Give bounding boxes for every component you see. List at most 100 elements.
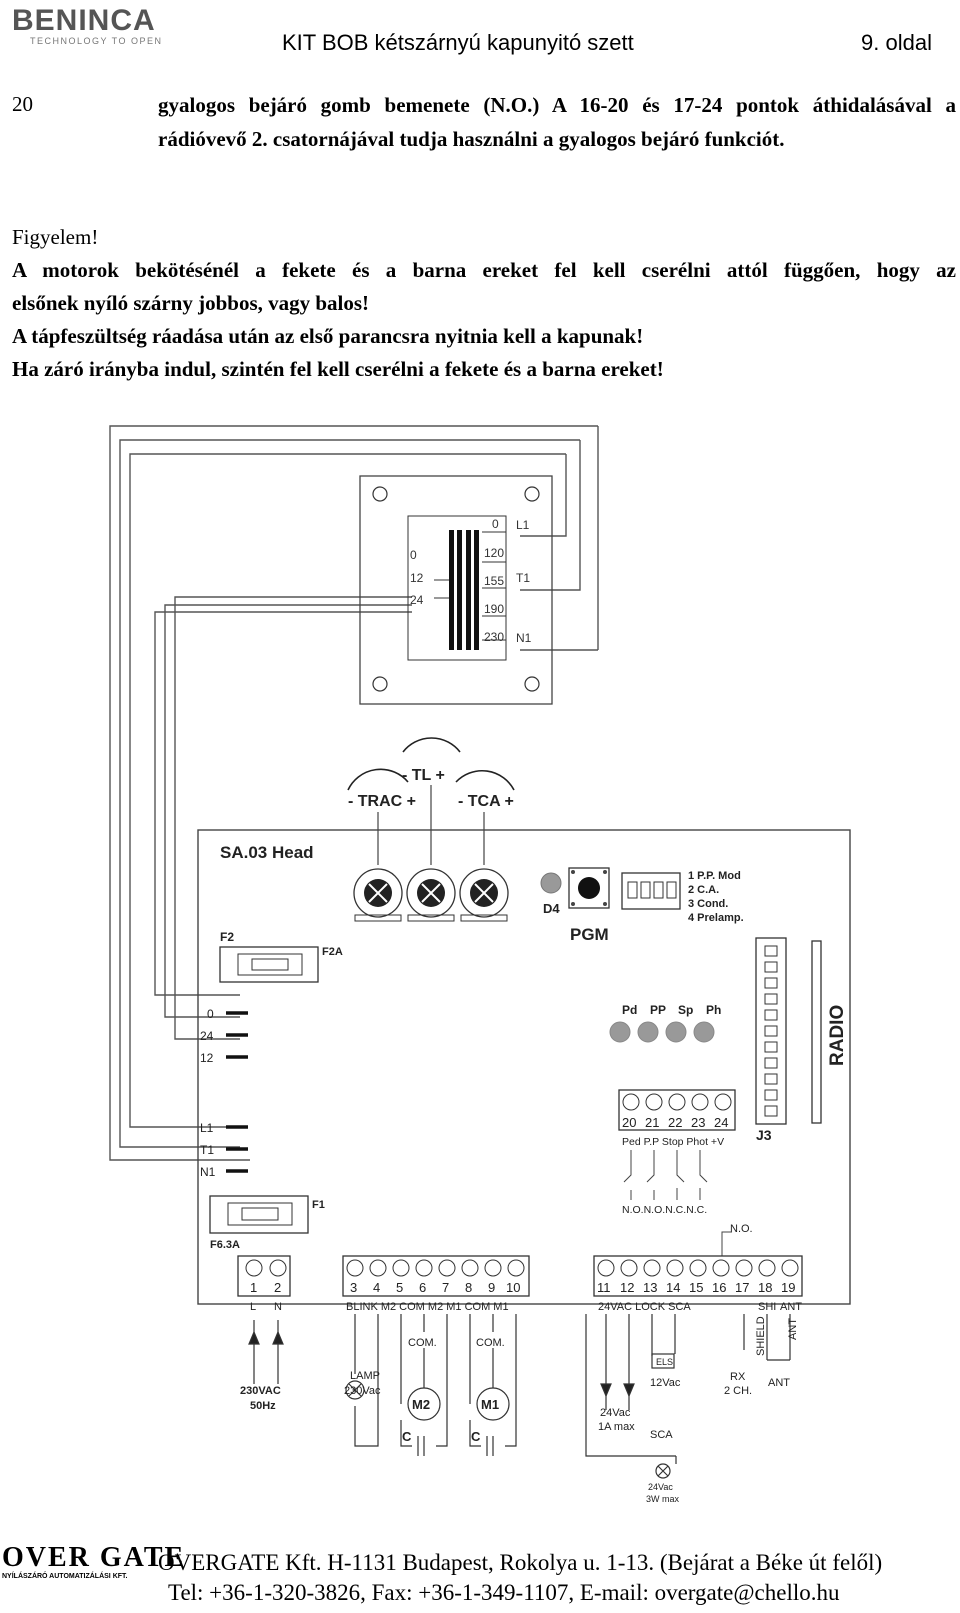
ant-vertical-label: ANT xyxy=(787,1318,799,1340)
t3: 3 xyxy=(350,1280,357,1295)
line-l1: L1 xyxy=(200,1121,214,1135)
warning-heading: Figyelem! xyxy=(12,225,99,249)
dip-2: 2 C.A. xyxy=(688,884,719,896)
overgate-logo: OVER GATE NYÍLÁSZÁRÓ AUTOMATIZÁLÁSI KFT. xyxy=(2,1544,185,1581)
line-t1: T1 xyxy=(200,1143,214,1157)
f1-label: F1 xyxy=(312,1199,325,1211)
dip-switch xyxy=(621,872,681,910)
led-sp-label: Sp xyxy=(678,1003,693,1017)
v24-label: 24Vac xyxy=(600,1407,631,1419)
logo-tagline: TECHNOLOGY TO OPEN xyxy=(30,36,163,46)
sca-label: SCA xyxy=(650,1429,673,1441)
t17: 17 xyxy=(735,1280,749,1295)
pgm-label: PGM xyxy=(570,925,609,944)
m2-com: COM. xyxy=(408,1337,437,1349)
t19: 19 xyxy=(781,1280,795,1295)
t15: 15 xyxy=(689,1280,703,1295)
warning-line-2: elsőnek nyíló szárny jobbos, vagy balos! xyxy=(12,291,370,315)
tr-left-12: 12 xyxy=(410,571,424,585)
f2-fuse xyxy=(219,946,319,983)
tr-label-l1: L1 xyxy=(516,518,530,532)
tr-left-0: 0 xyxy=(410,548,417,562)
led-pd xyxy=(609,1021,631,1043)
t2: 2 xyxy=(274,1280,281,1295)
transformer: 0 12 24 0 120 155 190 230 L1 T1 N1 xyxy=(359,475,553,705)
dip-3: 3 Cond. xyxy=(688,898,728,910)
t22: 22 xyxy=(668,1115,682,1130)
trimmer-arcs xyxy=(347,737,515,791)
f63a-label: F6.3A xyxy=(210,1239,240,1251)
rx-label: RX xyxy=(730,1371,746,1383)
tr-right-190: 190 xyxy=(484,602,504,616)
t20: 20 xyxy=(622,1115,636,1130)
contacts-label: N.O.N.O.N.C.N.C. xyxy=(622,1204,707,1216)
t13: 13 xyxy=(643,1280,657,1295)
board-title: SA.03 Head xyxy=(220,843,314,862)
m2-cap: C xyxy=(402,1429,412,1444)
warning-line-4: Ha záró irányba indul, szintén fel kell … xyxy=(12,357,664,381)
mains-freq: 50Hz xyxy=(250,1400,276,1412)
sca-max: 3W max xyxy=(646,1494,680,1504)
t14: 14 xyxy=(666,1280,680,1295)
beninca-logo: BENINCA TECHNOLOGY TO OPEN xyxy=(12,6,163,47)
t1: 1 xyxy=(250,1280,257,1295)
dip-1: 1 P.P. Mod xyxy=(688,870,741,882)
t24: 24 xyxy=(714,1115,728,1130)
line-n1: N1 xyxy=(200,1165,216,1179)
f2-label: F2 xyxy=(220,930,234,944)
shi-label: SHI xyxy=(758,1301,776,1313)
t7: 7 xyxy=(442,1280,449,1295)
t16: 16 xyxy=(712,1280,726,1295)
tr-right-0: 0 xyxy=(492,517,499,531)
mains-voltage: 230VAC xyxy=(240,1385,281,1397)
d4-led xyxy=(540,872,562,894)
led-pp-label: PP xyxy=(650,1003,666,1017)
tr-label-n1: N1 xyxy=(516,631,532,645)
j3-label: J3 xyxy=(756,1127,772,1143)
terminal-block-3-10 xyxy=(342,1255,530,1297)
tr-right-155: 155 xyxy=(484,574,504,588)
t8: 8 xyxy=(465,1280,472,1295)
footer-address: OVERGATE Kft. H-1131 Budapest, Rokolya u… xyxy=(158,1550,883,1575)
tca-label: - TCA + xyxy=(458,793,514,810)
shield-label: SHIELD xyxy=(755,1316,767,1356)
tr-right-120: 120 xyxy=(484,546,504,560)
t1-label: L xyxy=(250,1301,256,1313)
led-sp xyxy=(665,1021,687,1043)
input-12: 12 xyxy=(200,1051,214,1065)
m1-cap: C xyxy=(471,1429,481,1444)
block-b-labels: BLINK M2 COM M2 M1 COM M1 xyxy=(346,1301,509,1313)
warning-line-3: A tápfeszültség ráadása után az első par… xyxy=(12,324,644,348)
page-number: 9. oldal xyxy=(861,30,932,55)
t9: 9 xyxy=(488,1280,495,1295)
m2-label: M2 xyxy=(412,1397,430,1412)
item-20-text: gyalogos bejáró gomb bemenete (N.O.) A 1… xyxy=(158,93,956,151)
t21: 21 xyxy=(645,1115,659,1130)
pgm-button xyxy=(568,867,610,909)
sca-voltage: 24Vac xyxy=(648,1482,673,1492)
warning-block: Figyelem! A motorok bekötésénél a fekete… xyxy=(12,221,956,386)
control-board xyxy=(197,829,851,1305)
lamp-label: LAMP xyxy=(350,1370,380,1382)
ant-terminal-label: ANT xyxy=(780,1301,802,1313)
t5: 5 xyxy=(396,1280,403,1295)
m1-label: M1 xyxy=(481,1397,499,1412)
terminal-block-11-19 xyxy=(593,1255,803,1297)
input-24: 24 xyxy=(200,1029,214,1043)
footer-logo-sub: NYÍLÁSZÁRÓ AUTOMATIZÁLÁSI KFT. xyxy=(2,1573,128,1580)
t10: 10 xyxy=(506,1280,520,1295)
radio-connector xyxy=(755,937,822,1125)
t4: 4 xyxy=(373,1280,380,1295)
radio-label: RADIO xyxy=(827,1005,848,1066)
f2a-label: F2A xyxy=(322,946,343,958)
trac-label: - TRAC + xyxy=(348,793,416,810)
led-pd-label: Pd xyxy=(622,1003,637,1017)
input-0: 0 xyxy=(207,1007,214,1021)
item-number: 20 xyxy=(12,92,33,116)
d4-label: D4 xyxy=(543,901,560,916)
lamp-voltage: 230Vac xyxy=(344,1385,381,1397)
wire-frames xyxy=(109,425,599,1161)
terminal-block-1-2 xyxy=(237,1255,291,1297)
ant-label: ANT xyxy=(768,1377,790,1389)
